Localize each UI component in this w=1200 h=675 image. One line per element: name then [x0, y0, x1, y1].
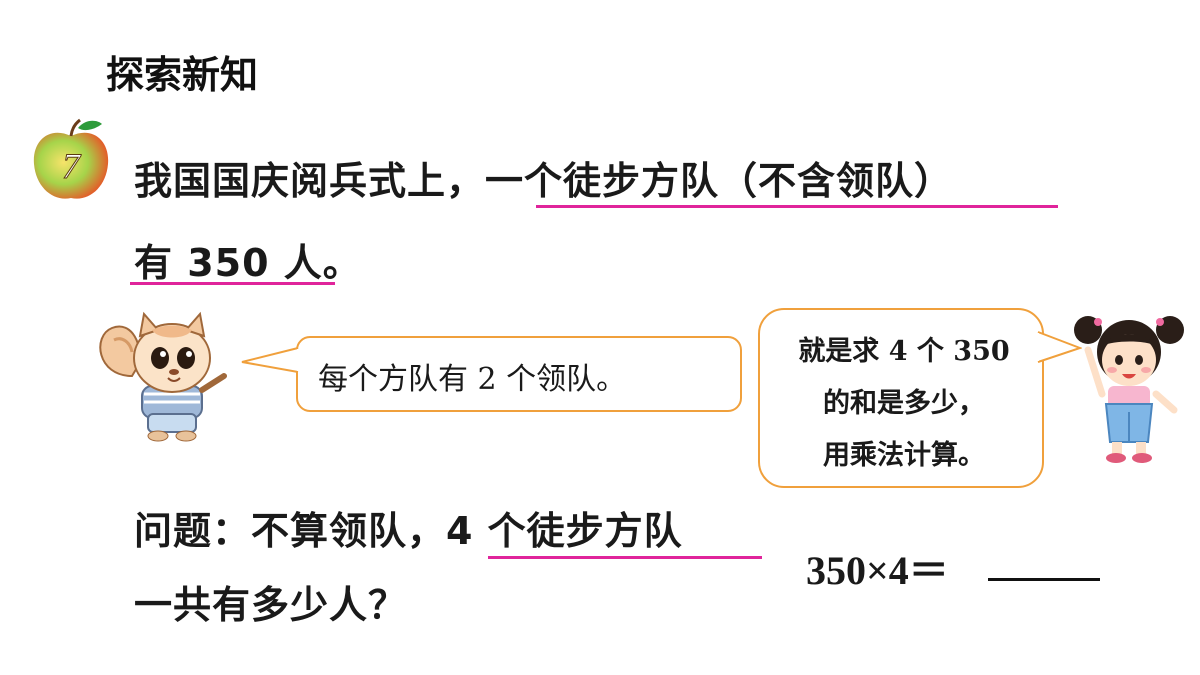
girl-bubble-text: 就是求 4 个 350 的和是多少， 用乘法计算。: [784, 326, 1024, 482]
problem-line1-highlight: 一个徒步方队（不含领队）: [485, 159, 954, 203]
squirrel-speech-bubble: [296, 336, 742, 412]
problem-line2-suffix: 。: [322, 241, 362, 285]
girl-bubble-line-1: 就是求 4 个 350: [798, 336, 1010, 367]
squirrel-bubble-text: 每个方队有 2 个领队。: [318, 362, 627, 397]
question-line-1: 问题：不算领队，4 个徒步方队: [134, 500, 683, 555]
problem-line2-highlight: 有 350 人: [134, 241, 323, 285]
question-line1-highlight: 4 个徒步方队: [446, 509, 683, 553]
apple-icon: 7: [33, 118, 109, 199]
girl-bubble-line-2: 的和是多少，: [823, 388, 985, 419]
girl-speech-bubble: [758, 308, 1044, 488]
section-title: 探索新知: [106, 53, 259, 97]
equation: 350×4＝: [806, 548, 949, 593]
highlight-underline-1: [536, 205, 1058, 208]
question-line-2: 一共有多少人？: [134, 583, 408, 627]
problem-line1-prefix: 我国国庆阅兵式上，: [134, 159, 486, 203]
problem-number-badge: 7: [30, 118, 112, 204]
answer-blank[interactable]: [988, 578, 1100, 581]
girl-icon: [1074, 316, 1184, 463]
question-line1-prefix: 问题：不算领队，: [134, 509, 447, 553]
squirrel-icon: [99, 311, 227, 442]
highlight-underline-2: [130, 282, 335, 285]
squirrel-bubble-tail: [241, 347, 300, 373]
highlight-underline-3: [488, 556, 762, 559]
squirrel-illustration: [92, 306, 232, 442]
girl-bubble-line-3: 用乘法计算。: [823, 440, 985, 471]
problem-line-1: 我国国庆阅兵式上，一个徒步方队（不含领队）: [134, 150, 953, 205]
problem-line-2: 有 350 人。: [134, 232, 362, 287]
girl-illustration: [1068, 300, 1192, 464]
girl-bubble-tail: [1036, 331, 1082, 363]
problem-number: 7: [62, 146, 82, 186]
